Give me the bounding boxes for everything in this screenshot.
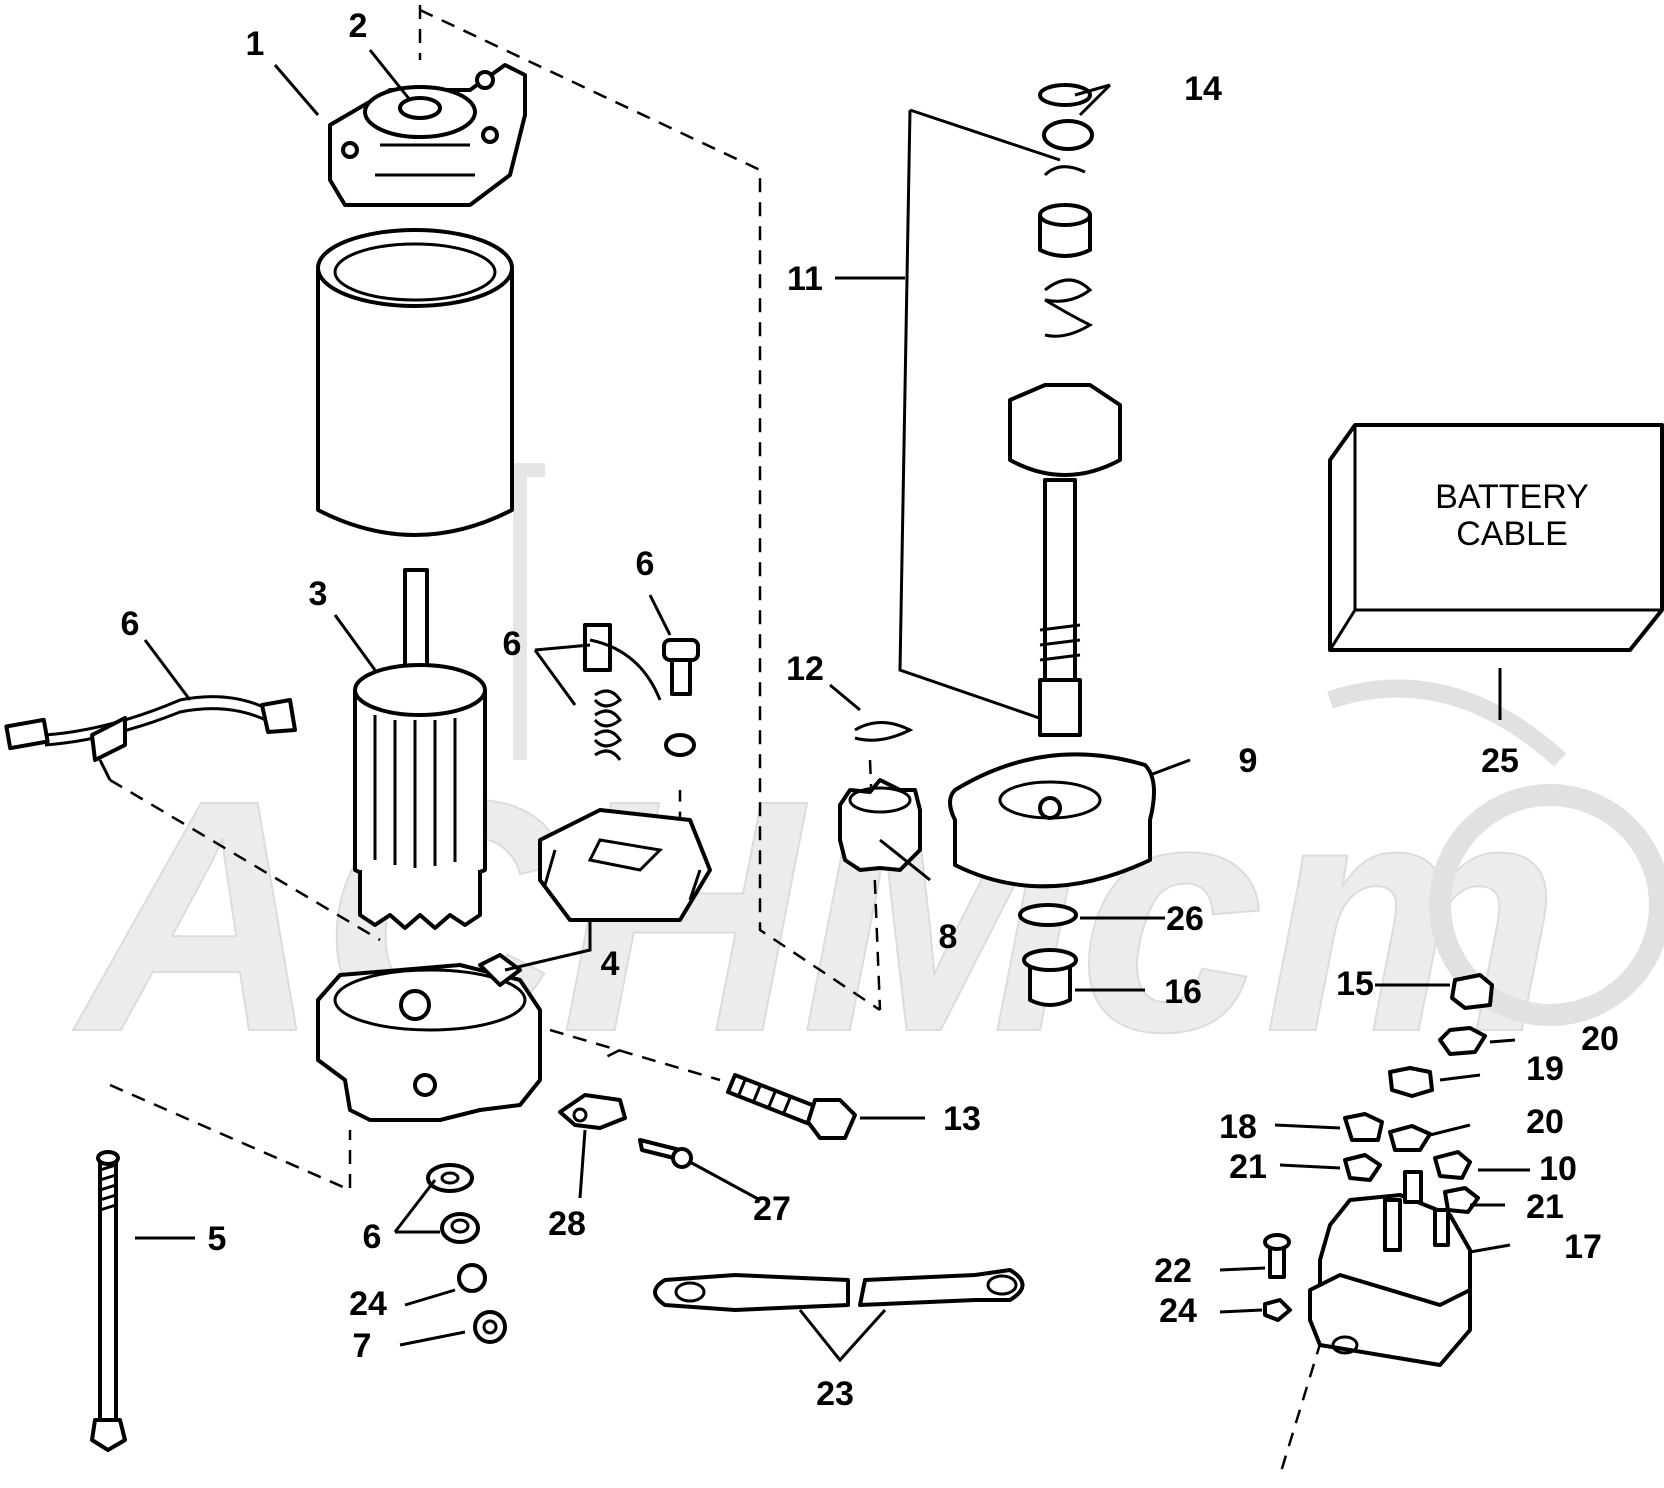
brush-holder [538, 808, 712, 922]
retaining-clip [854, 721, 914, 742]
washers-nuts-left [426, 1163, 507, 1344]
watermark-wheel [1429, 784, 1664, 1026]
callout-28: 28 [548, 1205, 586, 1243]
watermark-text: ACHMcm [70, 731, 1560, 1100]
leader-lines [135, 49, 1530, 1363]
callout-7: 7 [353, 1327, 372, 1365]
callout-25: 25 [1481, 742, 1519, 780]
callout-3: 3 [309, 575, 328, 613]
callout-17: 17 [1564, 1228, 1602, 1266]
battery-cable-box: BATTERY CABLE [1328, 423, 1664, 652]
washer-and-bushing [1018, 903, 1078, 1007]
callout-14: 14 [1184, 70, 1222, 108]
callout-26: 26 [1166, 900, 1204, 938]
armature [353, 568, 487, 930]
callout-24a: 24 [349, 1285, 387, 1323]
callout-27: 27 [753, 1190, 791, 1228]
callout-21a: 21 [1229, 1148, 1267, 1186]
callout-8: 8 [939, 918, 958, 956]
clamp-and-screw [558, 1093, 693, 1169]
callout-11: 11 [787, 260, 823, 298]
callout-labels: 1 2 3 4 5 6 6 6 6 7 8 9 10 11 12 13 14 1… [121, 7, 1619, 1413]
callout-12: 12 [786, 650, 824, 688]
callout-13: 13 [943, 1100, 981, 1138]
callout-4: 4 [601, 945, 620, 983]
callout-16: 16 [1164, 973, 1202, 1011]
callout-6b: 6 [503, 625, 522, 663]
battery-label-line2: CABLE [1456, 515, 1568, 553]
starter-solenoid [1308, 1170, 1472, 1367]
pinion-gear [838, 778, 922, 872]
battery-label-line1: BATTERY [1435, 478, 1589, 516]
callout-2: 2 [349, 7, 368, 45]
callout-20a: 20 [1581, 1020, 1619, 1058]
solenoid-hardware [1263, 973, 1494, 1322]
long-bolt [726, 1073, 857, 1140]
callout-6c: 6 [636, 545, 655, 583]
battery-cables [653, 1268, 1025, 1312]
callout-10: 10 [1539, 1150, 1577, 1188]
starter-drive-assembly [898, 83, 1122, 737]
callout-21b: 21 [1526, 1188, 1564, 1226]
callout-22: 22 [1154, 1252, 1192, 1290]
through-bolt [90, 1150, 127, 1452]
callout-6a: 6 [121, 605, 140, 643]
callout-15: 15 [1336, 965, 1374, 1003]
callout-23: 23 [816, 1375, 854, 1413]
callout-24b: 24 [1159, 1292, 1197, 1330]
motor-housing [316, 228, 514, 537]
lead-wire [4, 695, 297, 781]
commutator-end-cap [316, 953, 542, 1122]
callout-5: 5 [208, 1220, 227, 1258]
brush-spring-screw [583, 623, 700, 761]
callout-1: 1 [246, 25, 265, 63]
callout-18: 18 [1219, 1108, 1257, 1146]
watermark-handlebar [1327, 679, 1567, 767]
drive-end-cap [328, 63, 527, 207]
callout-6d: 6 [363, 1218, 382, 1256]
callout-20b: 20 [1526, 1103, 1564, 1141]
callout-19: 19 [1526, 1050, 1564, 1088]
ring-gear [948, 752, 1156, 889]
callout-9: 9 [1239, 742, 1258, 780]
